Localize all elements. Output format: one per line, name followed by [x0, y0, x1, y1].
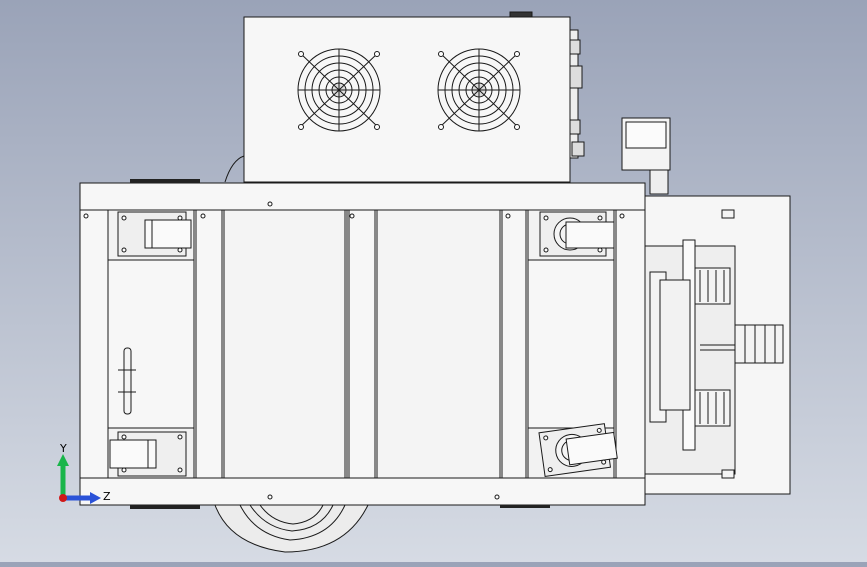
fan-grille-left-icon [297, 48, 381, 132]
caster-right-bottom-icon [538, 423, 618, 477]
control-box [224, 11, 585, 183]
bottom-pulley [214, 504, 369, 553]
caster-left-bottom-icon [109, 431, 187, 477]
fan-grille-right-icon [437, 48, 521, 132]
y-axis-arrowhead [57, 454, 69, 466]
caster-left-top-icon [117, 211, 192, 257]
upper-right-cylinder [621, 117, 671, 195]
coordinate-triad: Y Z [57, 442, 111, 504]
z-axis-label: Z [103, 490, 111, 503]
y-axis-label: Y [59, 442, 67, 455]
caster-right-top-icon [539, 211, 615, 257]
z-axis-arrowhead [90, 492, 101, 504]
motor-mount-assembly [644, 195, 791, 495]
origin-dot [59, 494, 67, 502]
